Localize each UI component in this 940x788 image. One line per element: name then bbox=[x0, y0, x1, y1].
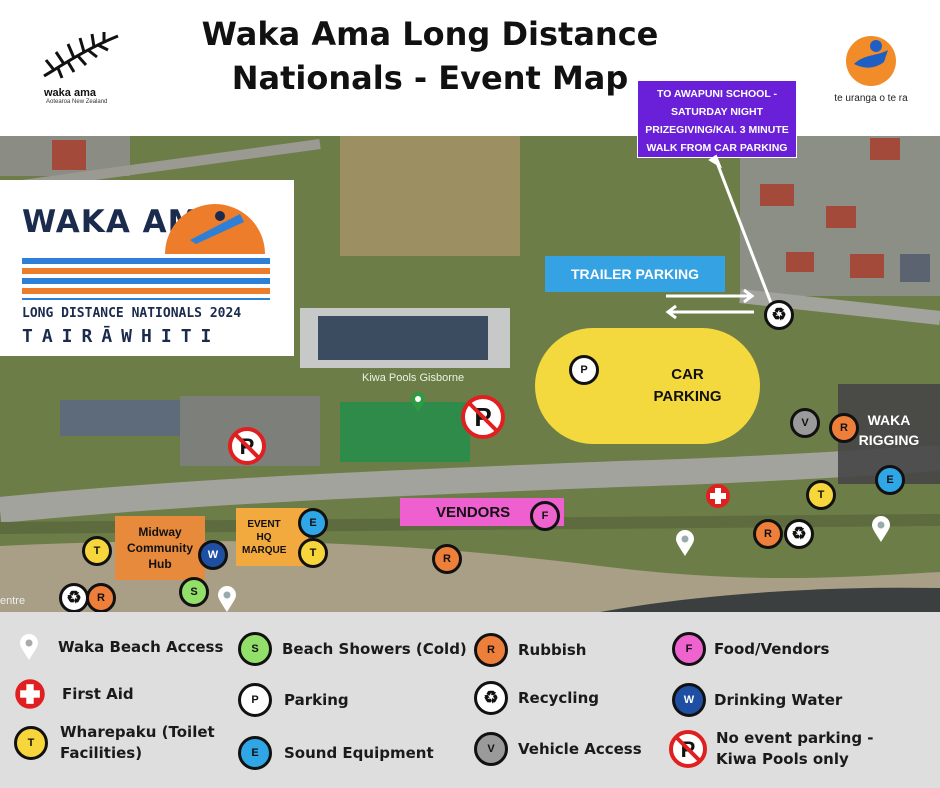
event-logo-stripes bbox=[22, 258, 270, 300]
toilet-marker: T bbox=[806, 480, 836, 510]
legend-first-aid-label: First Aid bbox=[62, 684, 134, 703]
no-parking-icon: P bbox=[461, 395, 505, 439]
sound-equipment-marker: E bbox=[238, 736, 272, 770]
legend-sound: E Sound Equipment bbox=[238, 736, 434, 770]
beach-access-icon bbox=[872, 516, 890, 542]
sound-equipment-marker: E bbox=[298, 508, 328, 538]
food-vendor-marker: F bbox=[530, 501, 560, 531]
legend-rubbish: R Rubbish bbox=[474, 633, 586, 667]
midway-community-hub: Midway Community Hub bbox=[115, 516, 205, 580]
recycling-icon: ♻ bbox=[483, 688, 499, 707]
toilet-marker: T bbox=[82, 536, 112, 566]
legend-parking-label: Parking bbox=[284, 690, 349, 709]
toilet-marker: T bbox=[14, 726, 48, 760]
recycling-marker: ♻ bbox=[784, 519, 814, 549]
te-uranga-logo-text: te uranga o te ra bbox=[834, 93, 908, 104]
beach-access-icon bbox=[20, 634, 38, 660]
event-hq-marque: EVENT HQ MARQUE bbox=[236, 508, 308, 566]
legend-toilets: T Wharepaku (Toilet Facilities) bbox=[14, 722, 220, 764]
first-aid-icon bbox=[706, 484, 730, 508]
legend-recycling-label: Recycling bbox=[518, 688, 599, 707]
location-pin-icon bbox=[411, 392, 425, 412]
legend-vehicle-label: Vehicle Access bbox=[518, 739, 642, 758]
first-aid-icon bbox=[15, 679, 45, 709]
legend-showers-label: Beach Showers (Cold) bbox=[282, 639, 467, 658]
vehicle-access-marker: V bbox=[474, 732, 508, 766]
legend-no-parking: P No event parking - Kiwa Pools only bbox=[668, 728, 916, 770]
te-uranga-logo: te uranga o te ra bbox=[826, 34, 916, 104]
awapuni-note-text: TO AWAPUNI SCHOOL - SATURDAY NIGHT PRIZE… bbox=[645, 88, 789, 154]
drinking-water-marker: W bbox=[672, 683, 706, 717]
te-uranga-icon bbox=[846, 36, 896, 86]
car-parking-area: CAR PARKING bbox=[535, 328, 760, 444]
legend-beach-access-label: Waka Beach Access bbox=[58, 637, 224, 656]
vehicle-access-marker: V bbox=[790, 408, 820, 438]
trailer-parking-label: TRAILER PARKING bbox=[545, 256, 725, 292]
parking-marker: P bbox=[569, 355, 599, 385]
no-parking-icon: P bbox=[669, 730, 707, 768]
page-title-line1: Waka Ama Long Distance bbox=[201, 15, 659, 53]
beach-access-icon bbox=[218, 586, 236, 612]
sun-icon bbox=[165, 204, 265, 254]
beach-showers-marker: S bbox=[179, 577, 209, 607]
beach-access-icon bbox=[676, 530, 694, 556]
kiwa-pools-label: Kiwa Pools Gisborne bbox=[362, 372, 465, 384]
legend-water: W Drinking Water bbox=[672, 683, 842, 717]
legend-water-label: Drinking Water bbox=[714, 690, 843, 709]
page-title-line2: Nationals - Event Map bbox=[231, 59, 629, 97]
waka-rigging-label: WAKA RIGGING bbox=[858, 412, 920, 448]
midway-community-hub-label: Midway Community Hub bbox=[127, 525, 193, 571]
waka-ama-logo: waka ama Aotearoa New Zealand bbox=[36, 30, 126, 105]
beach-showers-marker: S bbox=[238, 632, 272, 666]
waka-ama-logo-subtext: Aotearoa New Zealand bbox=[46, 99, 108, 105]
car-parking-label: CAR PARKING bbox=[653, 366, 722, 405]
recycling-marker: ♻ bbox=[59, 583, 89, 613]
food-vendor-marker: F bbox=[672, 632, 706, 666]
event-logo-subtitle: LONG DISTANCE NATIONALS 2024 bbox=[22, 306, 242, 321]
rubbish-marker: R bbox=[86, 583, 116, 613]
parking-marker: P bbox=[238, 683, 272, 717]
recycling-marker: ♻ bbox=[474, 681, 508, 715]
legend-sound-label: Sound Equipment bbox=[284, 743, 434, 762]
fern-icon bbox=[43, 32, 119, 79]
sound-equipment-marker: E bbox=[875, 465, 905, 495]
centre-label: entre bbox=[0, 595, 26, 607]
recycling-marker: ♻ bbox=[764, 300, 794, 330]
recycling-icon: ♻ bbox=[771, 305, 787, 324]
rubbish-marker: R bbox=[432, 544, 462, 574]
event-logo: WAKA AMA LONG DISTANCE NATIONALS 2024 TA… bbox=[0, 180, 294, 356]
legend-parking: P Parking bbox=[238, 683, 349, 717]
two-way-arrow-icon bbox=[665, 288, 755, 320]
legend-food: F Food/Vendors bbox=[672, 632, 829, 666]
rubbish-marker: R bbox=[829, 413, 859, 443]
recycling-icon: ♻ bbox=[791, 524, 807, 543]
no-parking-icon: P bbox=[228, 427, 266, 465]
event-hq-label: EVENT HQ MARQUE bbox=[242, 518, 287, 556]
walking-arrow-icon bbox=[708, 154, 778, 317]
legend-recycling: ♻ Recycling bbox=[474, 681, 599, 715]
event-logo-place: TAIRĀWHITI bbox=[22, 326, 221, 347]
rubbish-marker: R bbox=[753, 519, 783, 549]
legend-vehicle: V Vehicle Access bbox=[474, 732, 642, 766]
awapuni-note: TO AWAPUNI SCHOOL - SATURDAY NIGHT PRIZE… bbox=[637, 80, 797, 158]
vendors-label: VENDORS bbox=[436, 503, 511, 521]
legend-no-parking-label: No event parking - Kiwa Pools only bbox=[716, 729, 874, 768]
recycling-icon: ♻ bbox=[66, 588, 82, 607]
legend-toilets-label: Wharepaku (Toilet Facilities) bbox=[60, 723, 215, 762]
page-title: Waka Ama Long Distance Nationals - Event… bbox=[150, 12, 710, 100]
legend-food-label: Food/Vendors bbox=[714, 639, 830, 658]
legend-beach-access: Waka Beach Access bbox=[20, 634, 223, 660]
map-legend: Waka Beach Access First Aid T Wharepaku … bbox=[0, 612, 940, 788]
legend-showers: S Beach Showers (Cold) bbox=[238, 632, 467, 666]
event-map: WAKA AMA LONG DISTANCE NATIONALS 2024 TA… bbox=[0, 80, 940, 613]
toilet-marker: T bbox=[298, 538, 328, 568]
rubbish-marker: R bbox=[474, 633, 508, 667]
legend-rubbish-label: Rubbish bbox=[518, 640, 587, 659]
waka-ama-logo-text: waka ama bbox=[44, 87, 96, 99]
drinking-water-marker: W bbox=[198, 540, 228, 570]
legend-first-aid: First Aid bbox=[14, 678, 134, 710]
